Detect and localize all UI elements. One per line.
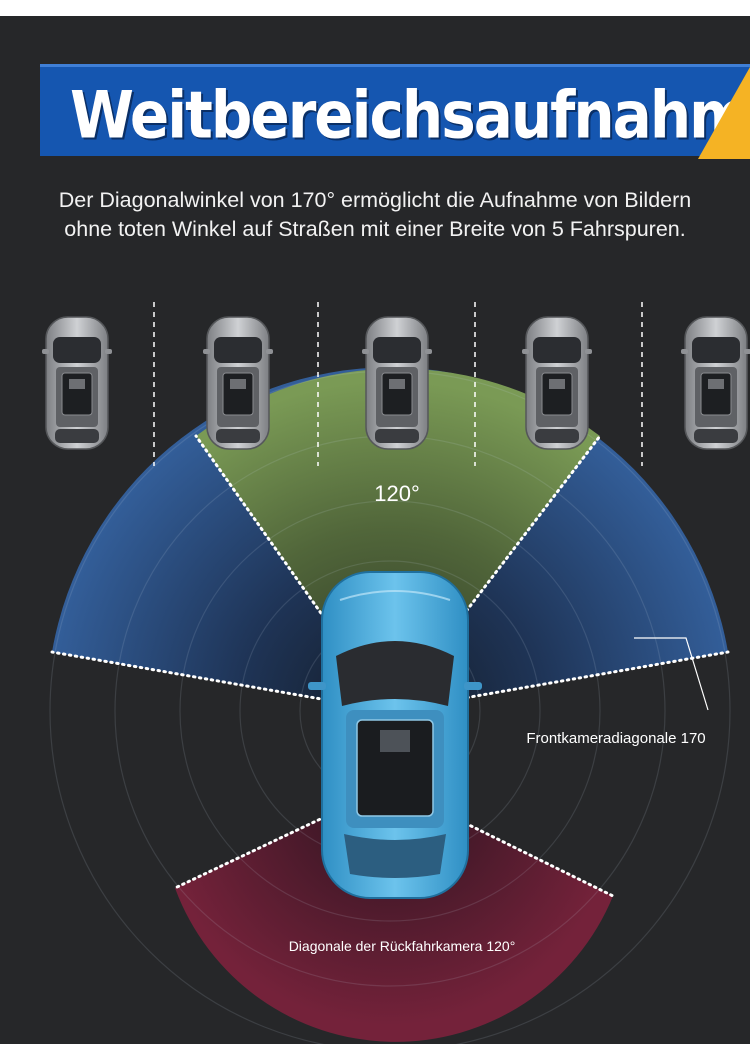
main-car xyxy=(308,571,482,899)
intro-line-2: ohne toten Winkel auf Straßen mit einer … xyxy=(64,217,686,241)
intro-text: Der Diagonalwinkel von 170° ermöglicht d… xyxy=(20,186,730,244)
front-center-sector xyxy=(196,368,600,711)
parked-car-3 xyxy=(362,316,432,450)
parked-car-4 xyxy=(522,316,592,450)
banner-title: Weitbereichsaufnahme xyxy=(70,77,750,154)
parked-car-5 xyxy=(681,316,750,450)
rear-sector xyxy=(175,786,613,1042)
parked-car-2 xyxy=(203,316,273,450)
parked-car-1 xyxy=(42,316,112,450)
rear-camera-label: Diagonale der Rückfahrkamera 120° xyxy=(289,938,516,954)
front-camera-callout-line xyxy=(634,637,709,711)
product-graphic: Weitbereichsaufnahme Der Diagonalwinkel … xyxy=(0,16,750,1044)
camera-coverage-diagram: 120° Frontkameradiagonale 170 Diagonale … xyxy=(42,302,750,1044)
banner-corner-accent xyxy=(698,67,750,159)
center-angle-label: 120° xyxy=(374,481,420,506)
intro-line-1: Der Diagonalwinkel von 170° ermöglicht d… xyxy=(58,188,692,212)
lane-dividers xyxy=(153,302,643,466)
front-camera-label: Frontkameradiagonale 170 xyxy=(526,730,705,747)
title-banner: Weitbereichsaufnahme xyxy=(40,64,750,159)
